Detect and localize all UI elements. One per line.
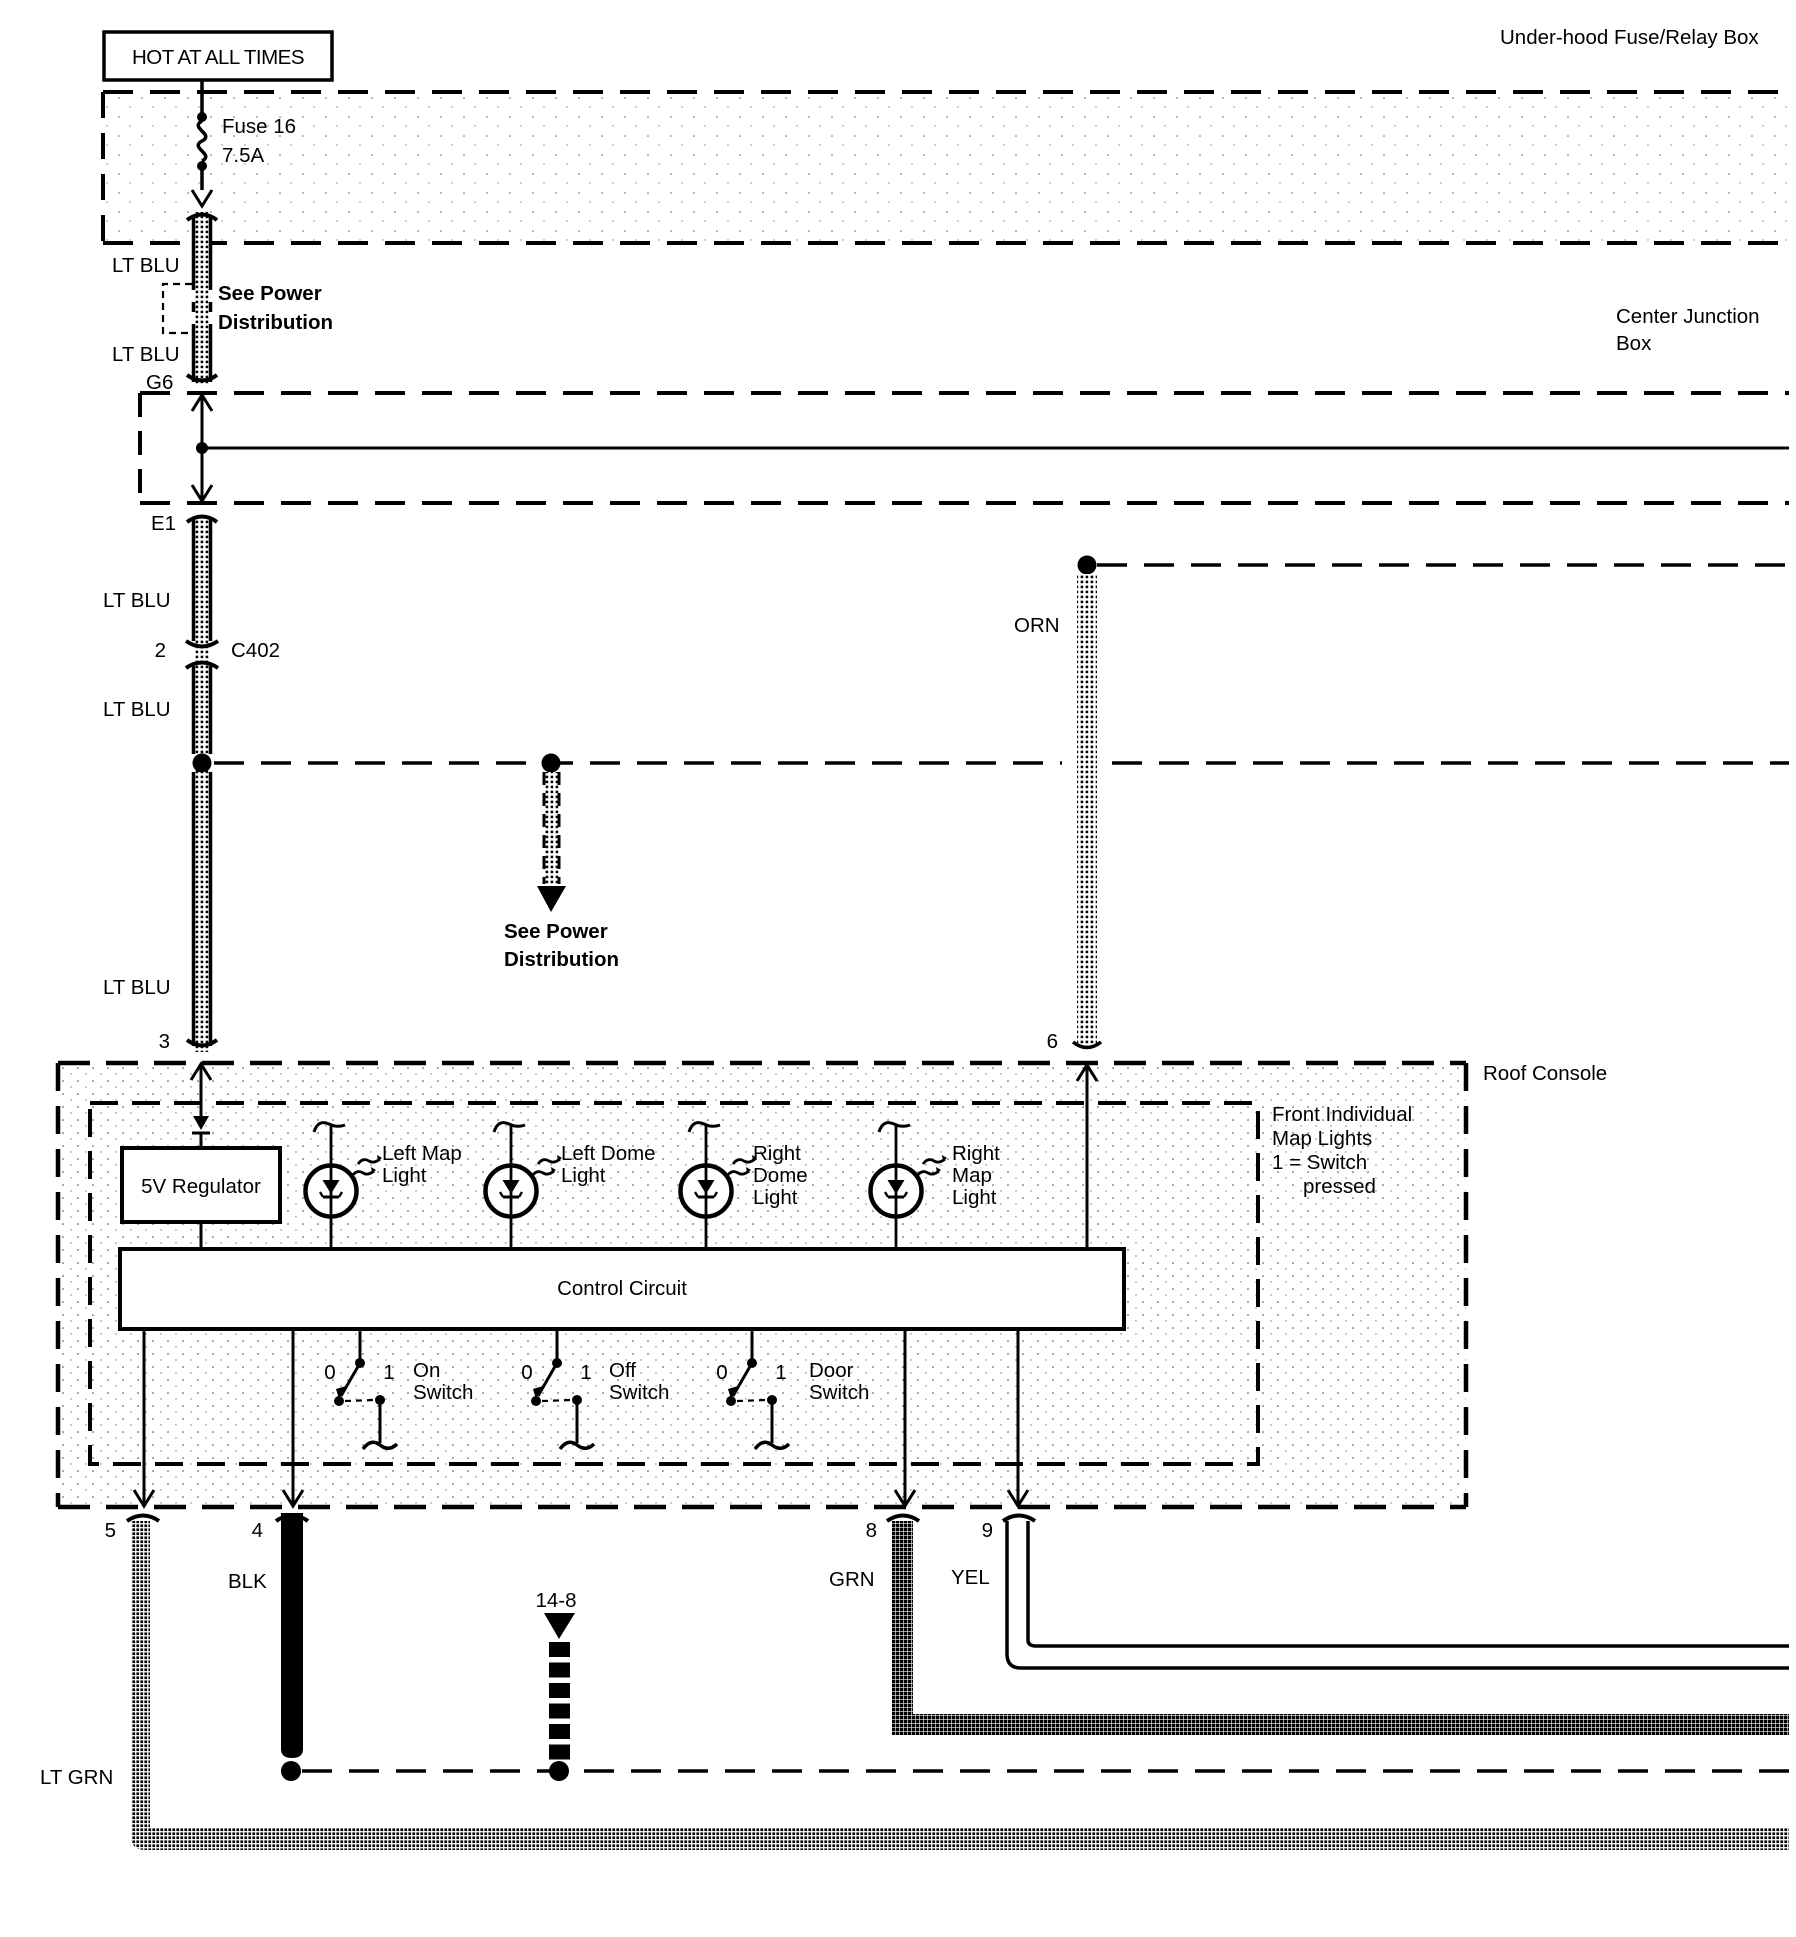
svg-text:Light: Light xyxy=(382,1164,427,1187)
svg-text:Center Junction: Center Junction xyxy=(1616,305,1760,328)
svg-text:Distribution: Distribution xyxy=(504,948,619,971)
svg-text:1: 1 xyxy=(580,1361,591,1384)
svg-text:Front Individual: Front Individual xyxy=(1272,1103,1412,1126)
svg-text:Roof Console: Roof Console xyxy=(1483,1062,1607,1085)
svg-text:pressed: pressed xyxy=(1303,1175,1376,1198)
svg-text:Light: Light xyxy=(753,1186,798,1209)
svg-text:See Power: See Power xyxy=(218,282,322,305)
svg-text:7.5A: 7.5A xyxy=(222,144,264,167)
svg-text:See Power: See Power xyxy=(504,920,608,943)
svg-text:0: 0 xyxy=(324,1361,335,1384)
svg-text:YEL: YEL xyxy=(951,1566,990,1589)
svg-text:LT BLU: LT BLU xyxy=(112,343,180,366)
svg-text:1: 1 xyxy=(775,1361,786,1384)
svg-text:6: 6 xyxy=(1047,1030,1058,1053)
svg-text:Switch: Switch xyxy=(809,1381,869,1404)
svg-text:4: 4 xyxy=(252,1519,263,1542)
svg-text:Map Lights: Map Lights xyxy=(1272,1127,1372,1150)
svg-text:Switch: Switch xyxy=(609,1381,669,1404)
svg-text:Right: Right xyxy=(753,1142,801,1165)
svg-text:LT BLU: LT BLU xyxy=(103,698,171,721)
svg-text:0: 0 xyxy=(716,1361,727,1384)
svg-text:ORN: ORN xyxy=(1014,614,1060,637)
svg-text:Door: Door xyxy=(809,1359,854,1382)
svg-text:GRN: GRN xyxy=(829,1568,875,1591)
svg-text:8: 8 xyxy=(866,1519,877,1542)
svg-text:Left Map: Left Map xyxy=(382,1142,462,1165)
svg-text:Fuse 16: Fuse 16 xyxy=(222,115,296,138)
svg-text:14-8: 14-8 xyxy=(535,1589,576,1612)
svg-text:5: 5 xyxy=(105,1519,116,1542)
svg-text:Map: Map xyxy=(952,1164,992,1187)
svg-text:1 = Switch: 1 = Switch xyxy=(1272,1151,1367,1174)
svg-text:3: 3 xyxy=(159,1030,170,1053)
svg-text:1: 1 xyxy=(383,1361,394,1384)
svg-text:C402: C402 xyxy=(231,639,280,662)
svg-text:Light: Light xyxy=(561,1164,606,1187)
svg-text:LT GRN: LT GRN xyxy=(40,1766,113,1789)
svg-text:LT BLU: LT BLU xyxy=(112,254,180,277)
svg-text:Under-hood Fuse/Relay Box: Under-hood Fuse/Relay Box xyxy=(1500,26,1759,49)
svg-text:Dome: Dome xyxy=(753,1164,808,1187)
svg-text:Distribution: Distribution xyxy=(218,311,333,334)
svg-text:2: 2 xyxy=(155,639,166,662)
svg-text:G6: G6 xyxy=(146,371,173,394)
svg-text:Control Circuit: Control Circuit xyxy=(557,1277,687,1300)
svg-text:Left Dome: Left Dome xyxy=(561,1142,656,1165)
svg-text:Switch: Switch xyxy=(413,1381,473,1404)
svg-text:9: 9 xyxy=(982,1519,993,1542)
svg-text:Off: Off xyxy=(609,1359,636,1382)
svg-text:On: On xyxy=(413,1359,440,1382)
svg-text:HOT AT ALL TIMES: HOT AT ALL TIMES xyxy=(132,46,304,69)
svg-text:LT BLU: LT BLU xyxy=(103,976,171,999)
svg-text:E1: E1 xyxy=(151,512,176,535)
svg-text:LT BLU: LT BLU xyxy=(103,589,171,612)
svg-text:0: 0 xyxy=(521,1361,532,1384)
svg-text:BLK: BLK xyxy=(228,1570,267,1593)
svg-text:Light: Light xyxy=(952,1186,997,1209)
svg-text:Box: Box xyxy=(1616,332,1652,355)
svg-text:Right: Right xyxy=(952,1142,1000,1165)
svg-text:5V Regulator: 5V Regulator xyxy=(141,1175,261,1198)
